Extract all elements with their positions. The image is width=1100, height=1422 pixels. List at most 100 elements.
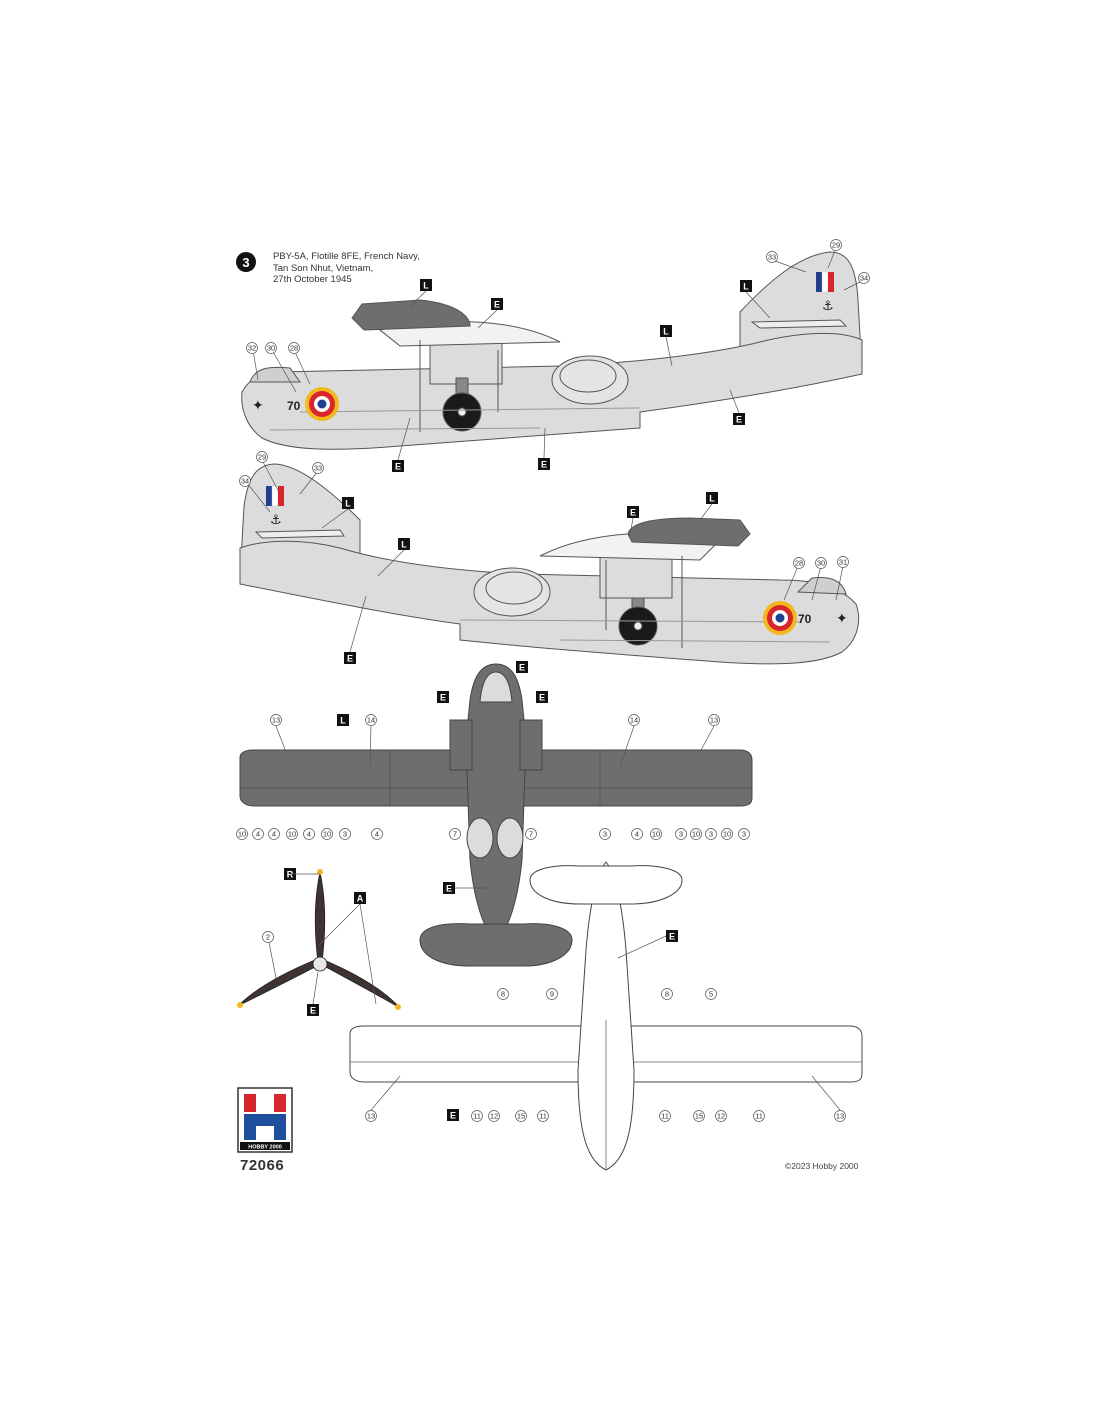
code-square-E: E — [443, 882, 455, 894]
svg-text:8: 8 — [501, 990, 505, 999]
caption-line-2: Tan Son Nhut, Vietnam, — [273, 262, 374, 274]
callout: 30 — [265, 342, 277, 354]
svg-text:30: 30 — [267, 344, 275, 353]
tailplane — [254, 529, 345, 539]
callout: 14 — [628, 714, 640, 726]
callout: 30 — [815, 557, 827, 569]
top-tailplane — [419, 923, 573, 967]
svg-text:3: 3 — [603, 830, 607, 839]
callout: 29 — [830, 239, 842, 251]
aircraft-code-right: 70 — [798, 612, 812, 626]
callout: 4 — [303, 828, 315, 840]
propeller — [237, 869, 401, 1010]
profile-number-badge: 3 — [236, 252, 256, 272]
svg-text:10: 10 — [723, 830, 731, 839]
callout: 13 — [834, 1110, 846, 1122]
svg-text:9: 9 — [550, 990, 554, 999]
svg-text:L: L — [709, 494, 715, 504]
svg-text:28: 28 — [290, 344, 298, 353]
fuselage — [241, 332, 863, 450]
callout: 11 — [753, 1110, 765, 1122]
svg-text:L: L — [663, 327, 669, 337]
side-view-right — [239, 463, 860, 665]
caption-line-1: PBY-5A, Flotille 8FE, French Navy, — [273, 251, 420, 262]
svg-text:E: E — [630, 508, 636, 518]
svg-text:29: 29 — [258, 453, 266, 462]
callout: 2 — [262, 931, 274, 943]
svg-text:11: 11 — [473, 1112, 481, 1121]
svg-text:28: 28 — [795, 559, 803, 568]
callout: 13 — [365, 1110, 377, 1122]
svg-text:L: L — [423, 281, 429, 291]
code-square-E: E — [538, 458, 550, 470]
callout: 4 — [252, 828, 264, 840]
callout: 10 — [650, 828, 662, 840]
svg-text:14: 14 — [367, 716, 375, 725]
code-square-E: E — [516, 661, 528, 673]
callout: 29 — [256, 451, 268, 463]
engine-nacelle — [351, 299, 471, 331]
callout: 10 — [690, 828, 702, 840]
svg-text:33: 33 — [314, 464, 322, 473]
svg-text:3: 3 — [709, 830, 713, 839]
callout: 10 — [286, 828, 298, 840]
callout: 3 — [339, 828, 351, 840]
code-square-L: L — [740, 280, 752, 292]
callout: 7 — [525, 828, 537, 840]
callout: 28 — [793, 557, 805, 569]
svg-text:E: E — [669, 932, 675, 942]
svg-text:32: 32 — [248, 344, 256, 353]
kit-number: 72066 — [240, 1157, 285, 1174]
callout: 28 — [288, 342, 300, 354]
svg-text:11: 11 — [539, 1112, 547, 1121]
callout: 32 — [246, 342, 258, 354]
code-square-E: E — [437, 691, 449, 703]
svg-text:4: 4 — [307, 830, 311, 839]
svg-text:E: E — [446, 884, 452, 894]
caption-line-3: 27th October 1945 — [273, 274, 352, 285]
fin-flag-left: ⚓ — [816, 271, 834, 314]
prop-blade-top — [314, 871, 326, 963]
svg-text:L: L — [401, 540, 407, 550]
code-square-E: E — [392, 460, 404, 472]
code-square-E: E — [666, 930, 678, 942]
callout: 11 — [537, 1110, 549, 1122]
svg-text:E: E — [347, 654, 353, 664]
waist-blister — [473, 567, 551, 617]
svg-text:E: E — [541, 460, 547, 470]
code-square-L: L — [660, 325, 672, 337]
callout: 5 — [705, 988, 717, 1000]
bow-emblem-left: ✦ — [252, 397, 264, 413]
svg-text:15: 15 — [695, 1112, 703, 1121]
svg-text:7: 7 — [529, 830, 533, 839]
svg-text:5: 5 — [709, 990, 713, 999]
svg-text:E: E — [519, 663, 525, 673]
leader-lines — [246, 247, 865, 1111]
svg-text:7: 7 — [453, 830, 457, 839]
svg-text:10: 10 — [652, 830, 660, 839]
callout: 9 — [546, 988, 558, 1000]
prop-blade-right — [323, 959, 401, 1009]
callout: 4 — [631, 828, 643, 840]
callout: 12 — [488, 1110, 500, 1122]
aircraft-code-left: 70 — [287, 399, 301, 413]
svg-text:8: 8 — [665, 990, 669, 999]
svg-text:4: 4 — [256, 830, 260, 839]
anchor-icon: ⚓ — [822, 299, 834, 314]
svg-text:HOBBY 2000: HOBBY 2000 — [248, 1145, 282, 1151]
svg-text:11: 11 — [755, 1112, 763, 1121]
copyright: ©2023 Hobby 2000 — [785, 1161, 859, 1171]
svg-text:4: 4 — [272, 830, 276, 839]
waist-blister — [551, 355, 629, 405]
roundel-right — [763, 601, 797, 635]
svg-text:E: E — [736, 415, 742, 425]
callouts: 32 30 28 33 29 34 29 33 34 28 30 31 13 1… — [236, 239, 870, 1122]
bottom-tailplane — [529, 865, 683, 905]
callout: 3 — [599, 828, 611, 840]
svg-text:10: 10 — [288, 830, 296, 839]
tailplane — [750, 319, 848, 329]
top-blister-left — [466, 817, 494, 859]
svg-text:34: 34 — [860, 274, 868, 283]
code-square-L: L — [706, 492, 718, 504]
svg-text:E: E — [494, 300, 500, 310]
